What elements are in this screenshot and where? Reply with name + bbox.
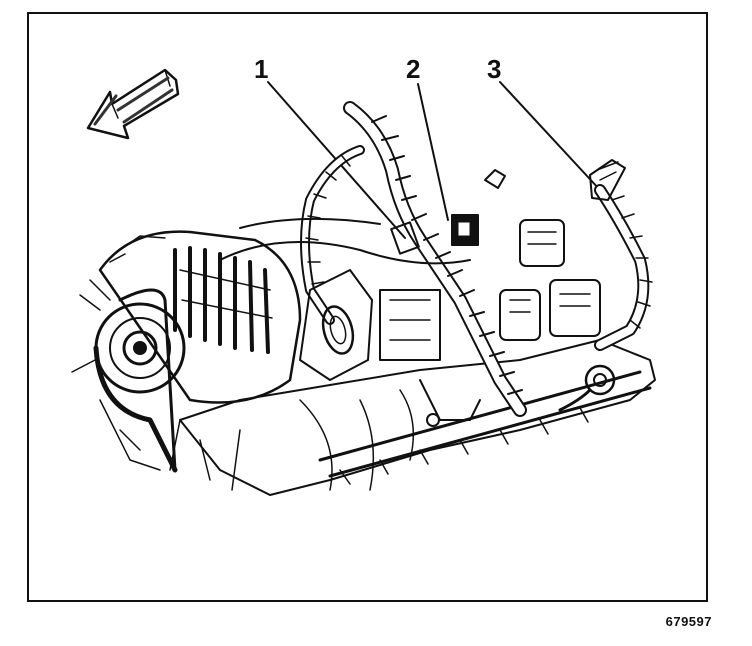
callout-3: 3	[487, 54, 502, 84]
callout-2: 2	[406, 54, 421, 84]
mounting-bracket	[299, 269, 481, 427]
wiring-harness	[219, 101, 653, 491]
callout-leaders	[267, 81, 601, 239]
callout-1: 1	[254, 54, 269, 84]
forward-arrow-icon	[86, 68, 180, 140]
engine-block	[99, 339, 656, 496]
harness-connectors	[390, 159, 626, 412]
figure-id: 679597	[665, 614, 712, 629]
alternator-pulley	[71, 279, 186, 473]
